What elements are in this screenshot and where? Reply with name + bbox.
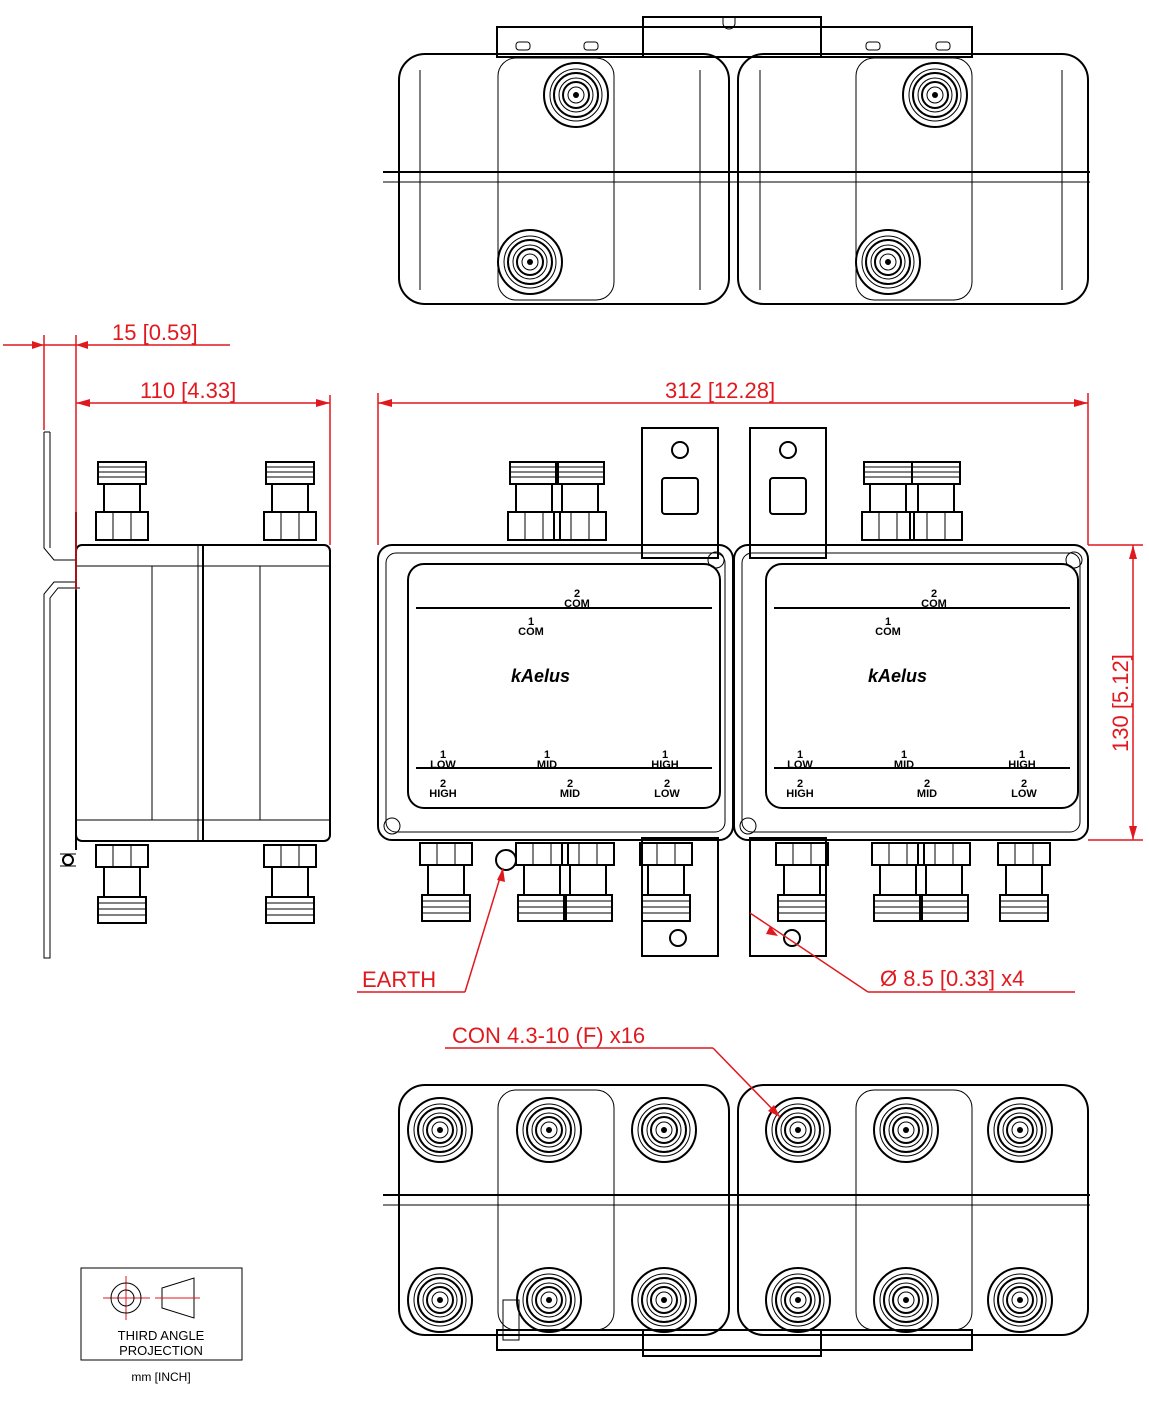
- hole-label: Ø 8.5 [0.33] x4: [880, 966, 1024, 991]
- units-label: mm [INCH]: [131, 1370, 190, 1384]
- dimension-312-label: 312 [12.28]: [665, 378, 775, 403]
- dimension-312: 312 [12.28]: [377, 378, 1089, 545]
- dimension-130-label: 130 [5.12]: [1108, 654, 1133, 752]
- dimension-110-label: 110 [4.33]: [140, 378, 236, 403]
- hole-callout: Ø 8.5 [0.33] x4: [749, 912, 1075, 993]
- projection-box: THIRD ANGLE PROJECTION mm [INCH]: [80, 1267, 243, 1384]
- dimension-130: 130 [5.12]: [1088, 544, 1143, 841]
- top-view: [383, 16, 1090, 305]
- connector-label: CON 4.3-10 (F) x16: [452, 1023, 645, 1048]
- dimension-110: 110 [4.33]: [76, 378, 331, 545]
- dimension-15-label: 15 [0.59]: [112, 320, 198, 345]
- earth-callout: EARTH: [357, 867, 505, 993]
- projection-line1: THIRD ANGLE: [118, 1328, 205, 1343]
- side-view: [43, 431, 331, 959]
- bottom-view: [383, 1084, 1090, 1357]
- projection-line2: PROJECTION: [119, 1343, 203, 1358]
- connector-callout: CON 4.3-10 (F) x16: [445, 1023, 781, 1118]
- dimension-15: 15 [0.59]: [3, 320, 230, 590]
- brand-logo: kAelus: [511, 666, 570, 686]
- earth-label: EARTH: [362, 967, 436, 992]
- brand-logo: kAelus: [868, 666, 927, 686]
- front-view: [377, 427, 1089, 957]
